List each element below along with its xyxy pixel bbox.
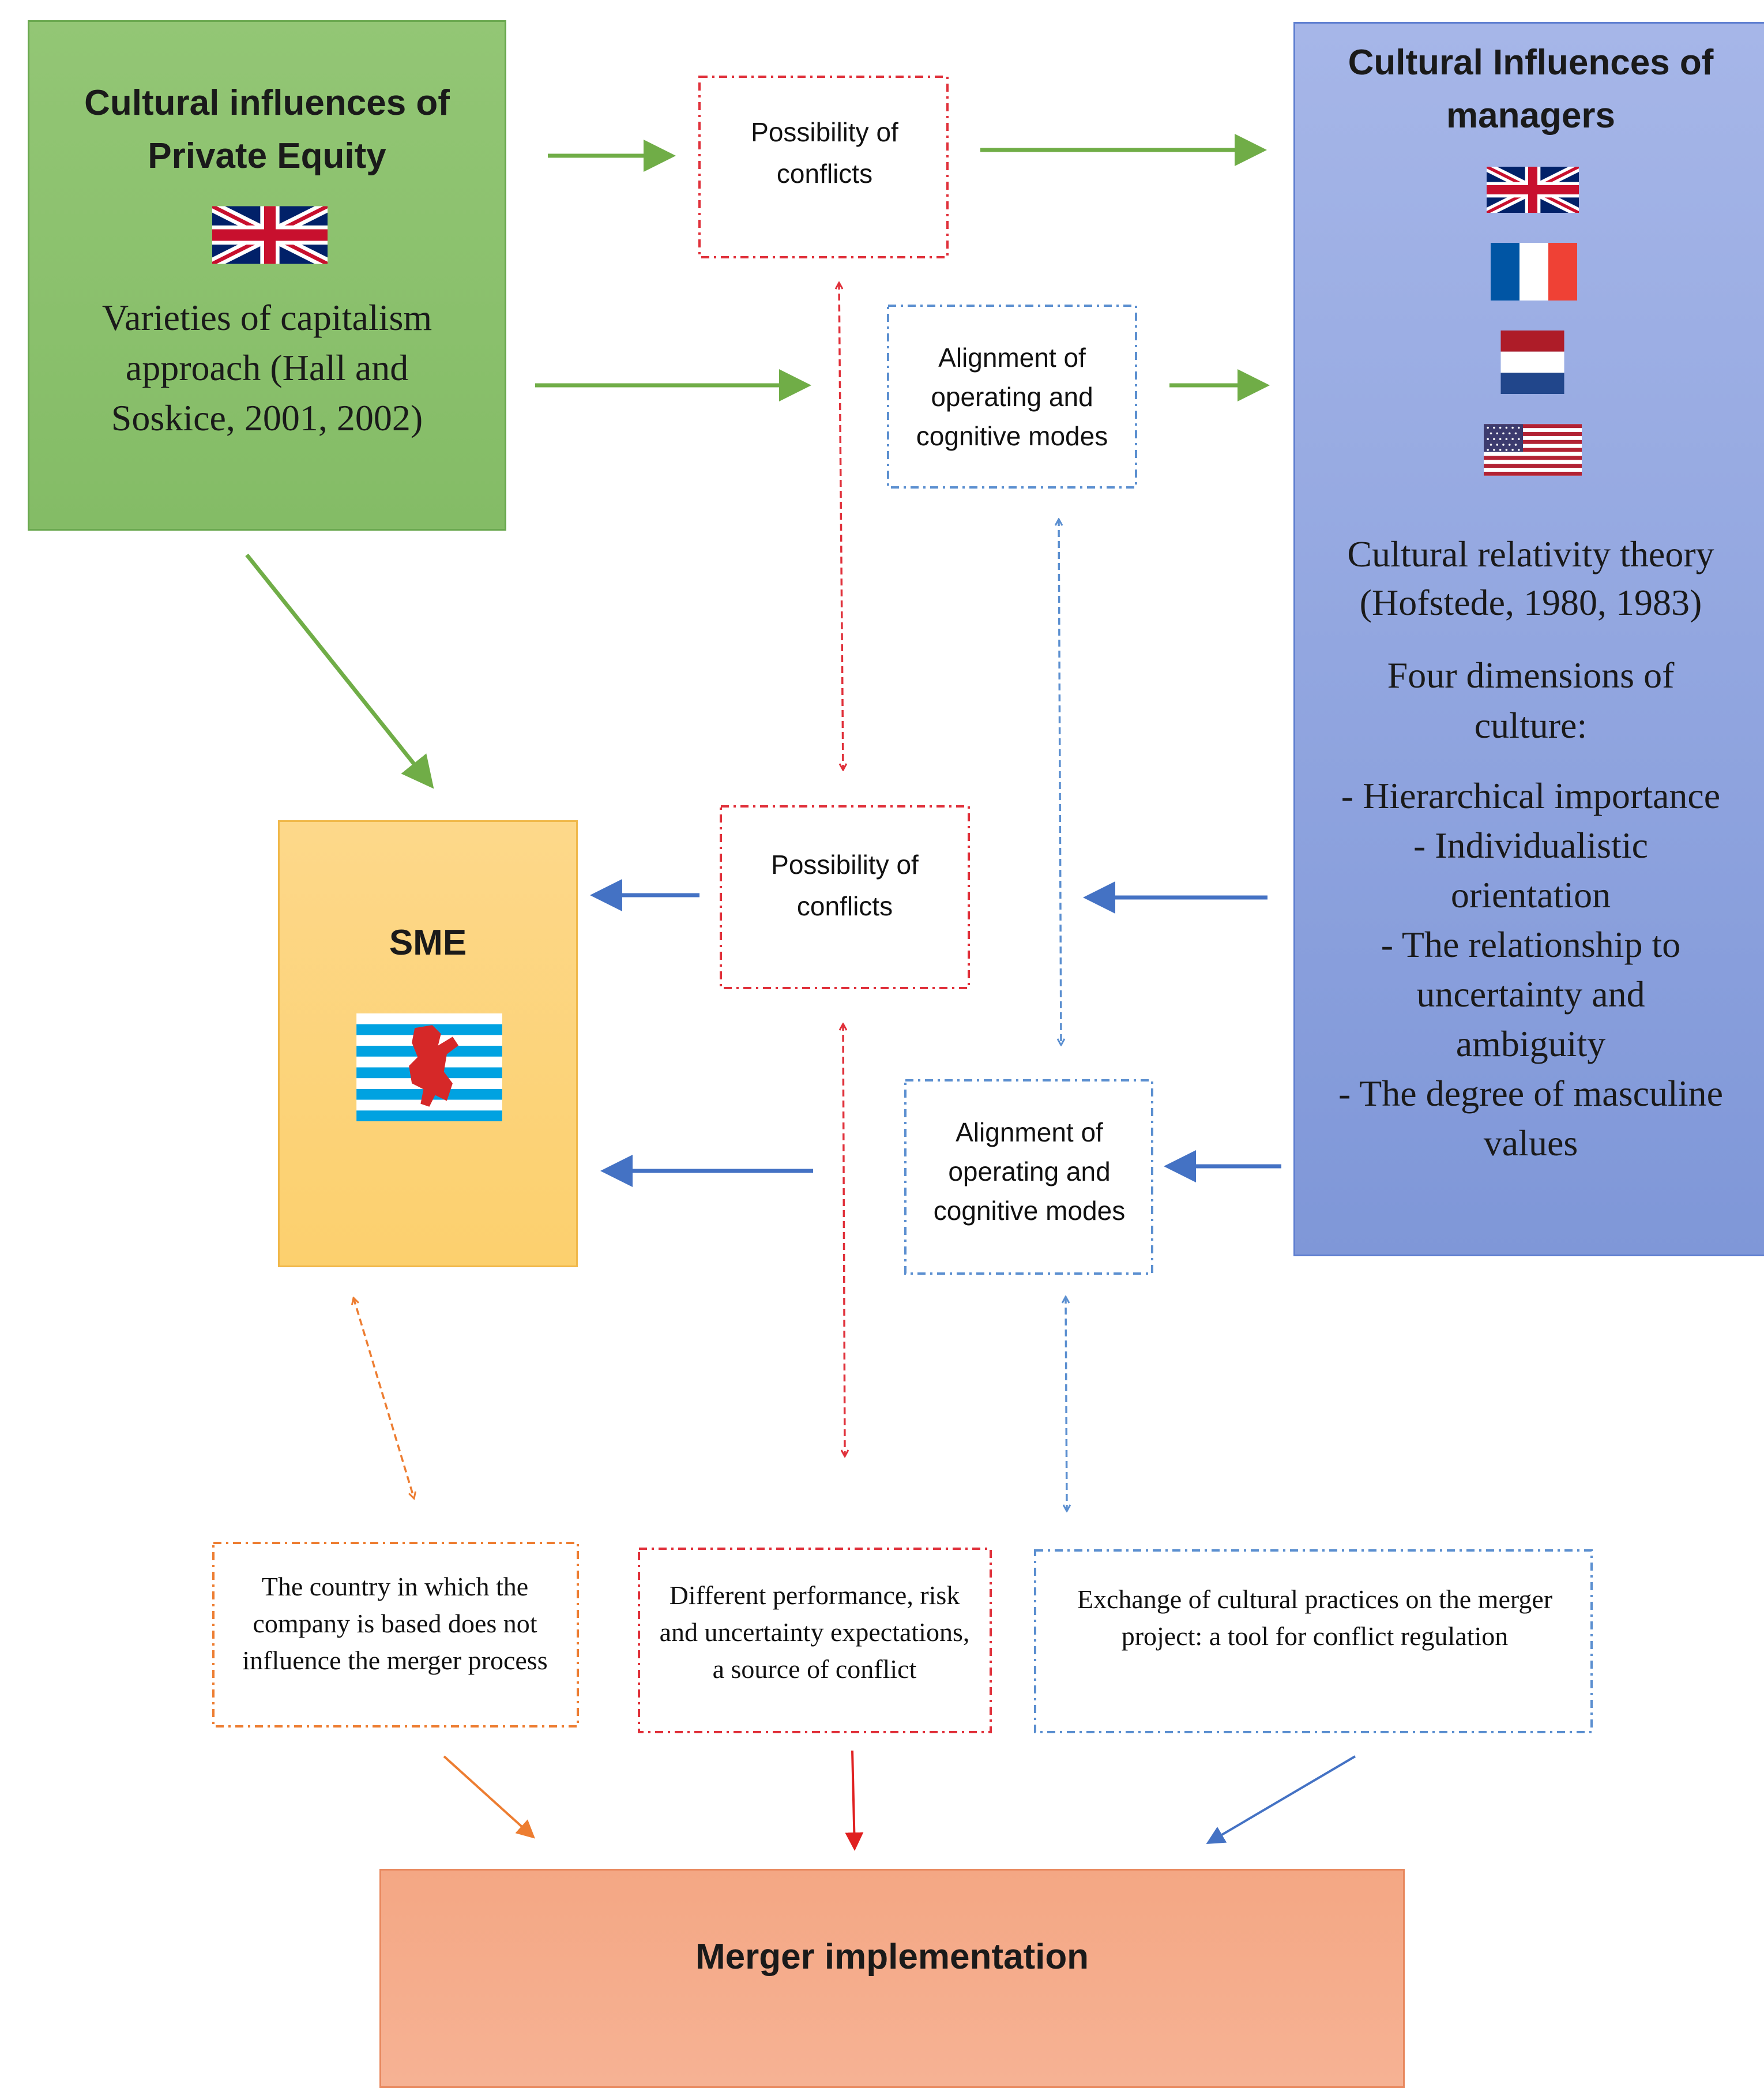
red-dashed-double-arrow-bottom bbox=[843, 1024, 845, 1456]
country-label: The country in which the company is base… bbox=[242, 1572, 548, 1675]
managers-title: Cultural Influences of managers bbox=[1348, 43, 1714, 136]
conflict-label-top: Possibility of conflicts bbox=[751, 117, 898, 189]
managers-box: Cultural Influences of managers Cultural… bbox=[1293, 22, 1764, 1256]
blue-arrow-to-merger bbox=[1206, 1755, 1356, 1845]
dimensions-heading: Four dimensions of culture: bbox=[1387, 655, 1675, 746]
dimensions-list: - Hierarchical importance - Individualis… bbox=[1312, 771, 1750, 1168]
green-arrow-pe-to-sme bbox=[245, 553, 434, 789]
luxembourg-flag-icon bbox=[356, 1013, 502, 1121]
conflict-frame-mid bbox=[720, 805, 970, 989]
france-flag-icon bbox=[1491, 243, 1577, 301]
private-equity-box: Cultural influences of Private Equity Va… bbox=[28, 20, 506, 531]
merger-implementation-box: Merger implementation bbox=[379, 1869, 1405, 2088]
dimension-item: - The degree of masculine values bbox=[1338, 1073, 1723, 1163]
pe-subtitle: Varieties of capitalism approach (Hall a… bbox=[101, 297, 432, 438]
performance-frame bbox=[638, 1548, 992, 1733]
red-arrow-to-merger bbox=[845, 1750, 864, 1851]
red-dashed-double-arrow-top bbox=[839, 283, 843, 770]
blue-dashed-double-arrow-bottom bbox=[1066, 1297, 1067, 1511]
conflict-label-mid: Possibility of conflicts bbox=[771, 850, 919, 921]
uk-flag-icon bbox=[212, 206, 328, 264]
merger-title: Merger implementation bbox=[695, 1937, 1089, 1977]
country-frame bbox=[212, 1542, 579, 1728]
usa-flag-icon bbox=[1484, 424, 1582, 476]
blue-dashed-double-arrow-top bbox=[1059, 519, 1061, 1045]
dimension-item: - Hierarchical importance bbox=[1341, 775, 1721, 816]
alignment-frame-top bbox=[887, 305, 1137, 489]
sme-title: SME bbox=[389, 923, 467, 963]
dimension-item: - The relationship to uncertainty and am… bbox=[1381, 924, 1681, 1064]
orange-arrow-to-merger bbox=[443, 1755, 535, 1839]
alignment-frame-mid bbox=[904, 1079, 1153, 1275]
exchange-label: Exchange of cultural practices on the me… bbox=[1077, 1584, 1553, 1651]
alignment-label-mid: Alignment of operating and cognitive mod… bbox=[933, 1117, 1126, 1226]
exchange-frame bbox=[1034, 1549, 1593, 1733]
dimension-item: - Individualistic orientation bbox=[1413, 825, 1649, 915]
pe-title: Cultural influences of Private Equity bbox=[84, 83, 450, 176]
uk-flag-icon bbox=[1487, 167, 1579, 213]
alignment-label-top: Alignment of operating and cognitive mod… bbox=[916, 342, 1108, 451]
netherlands-flag-icon bbox=[1500, 331, 1564, 394]
performance-label: Different performance, risk and uncertai… bbox=[659, 1580, 970, 1684]
orange-dashed-double-arrow bbox=[353, 1298, 414, 1499]
conflict-frame-top bbox=[698, 76, 949, 258]
managers-theory: Cultural relativity theory (Hofstede, 19… bbox=[1347, 534, 1714, 623]
